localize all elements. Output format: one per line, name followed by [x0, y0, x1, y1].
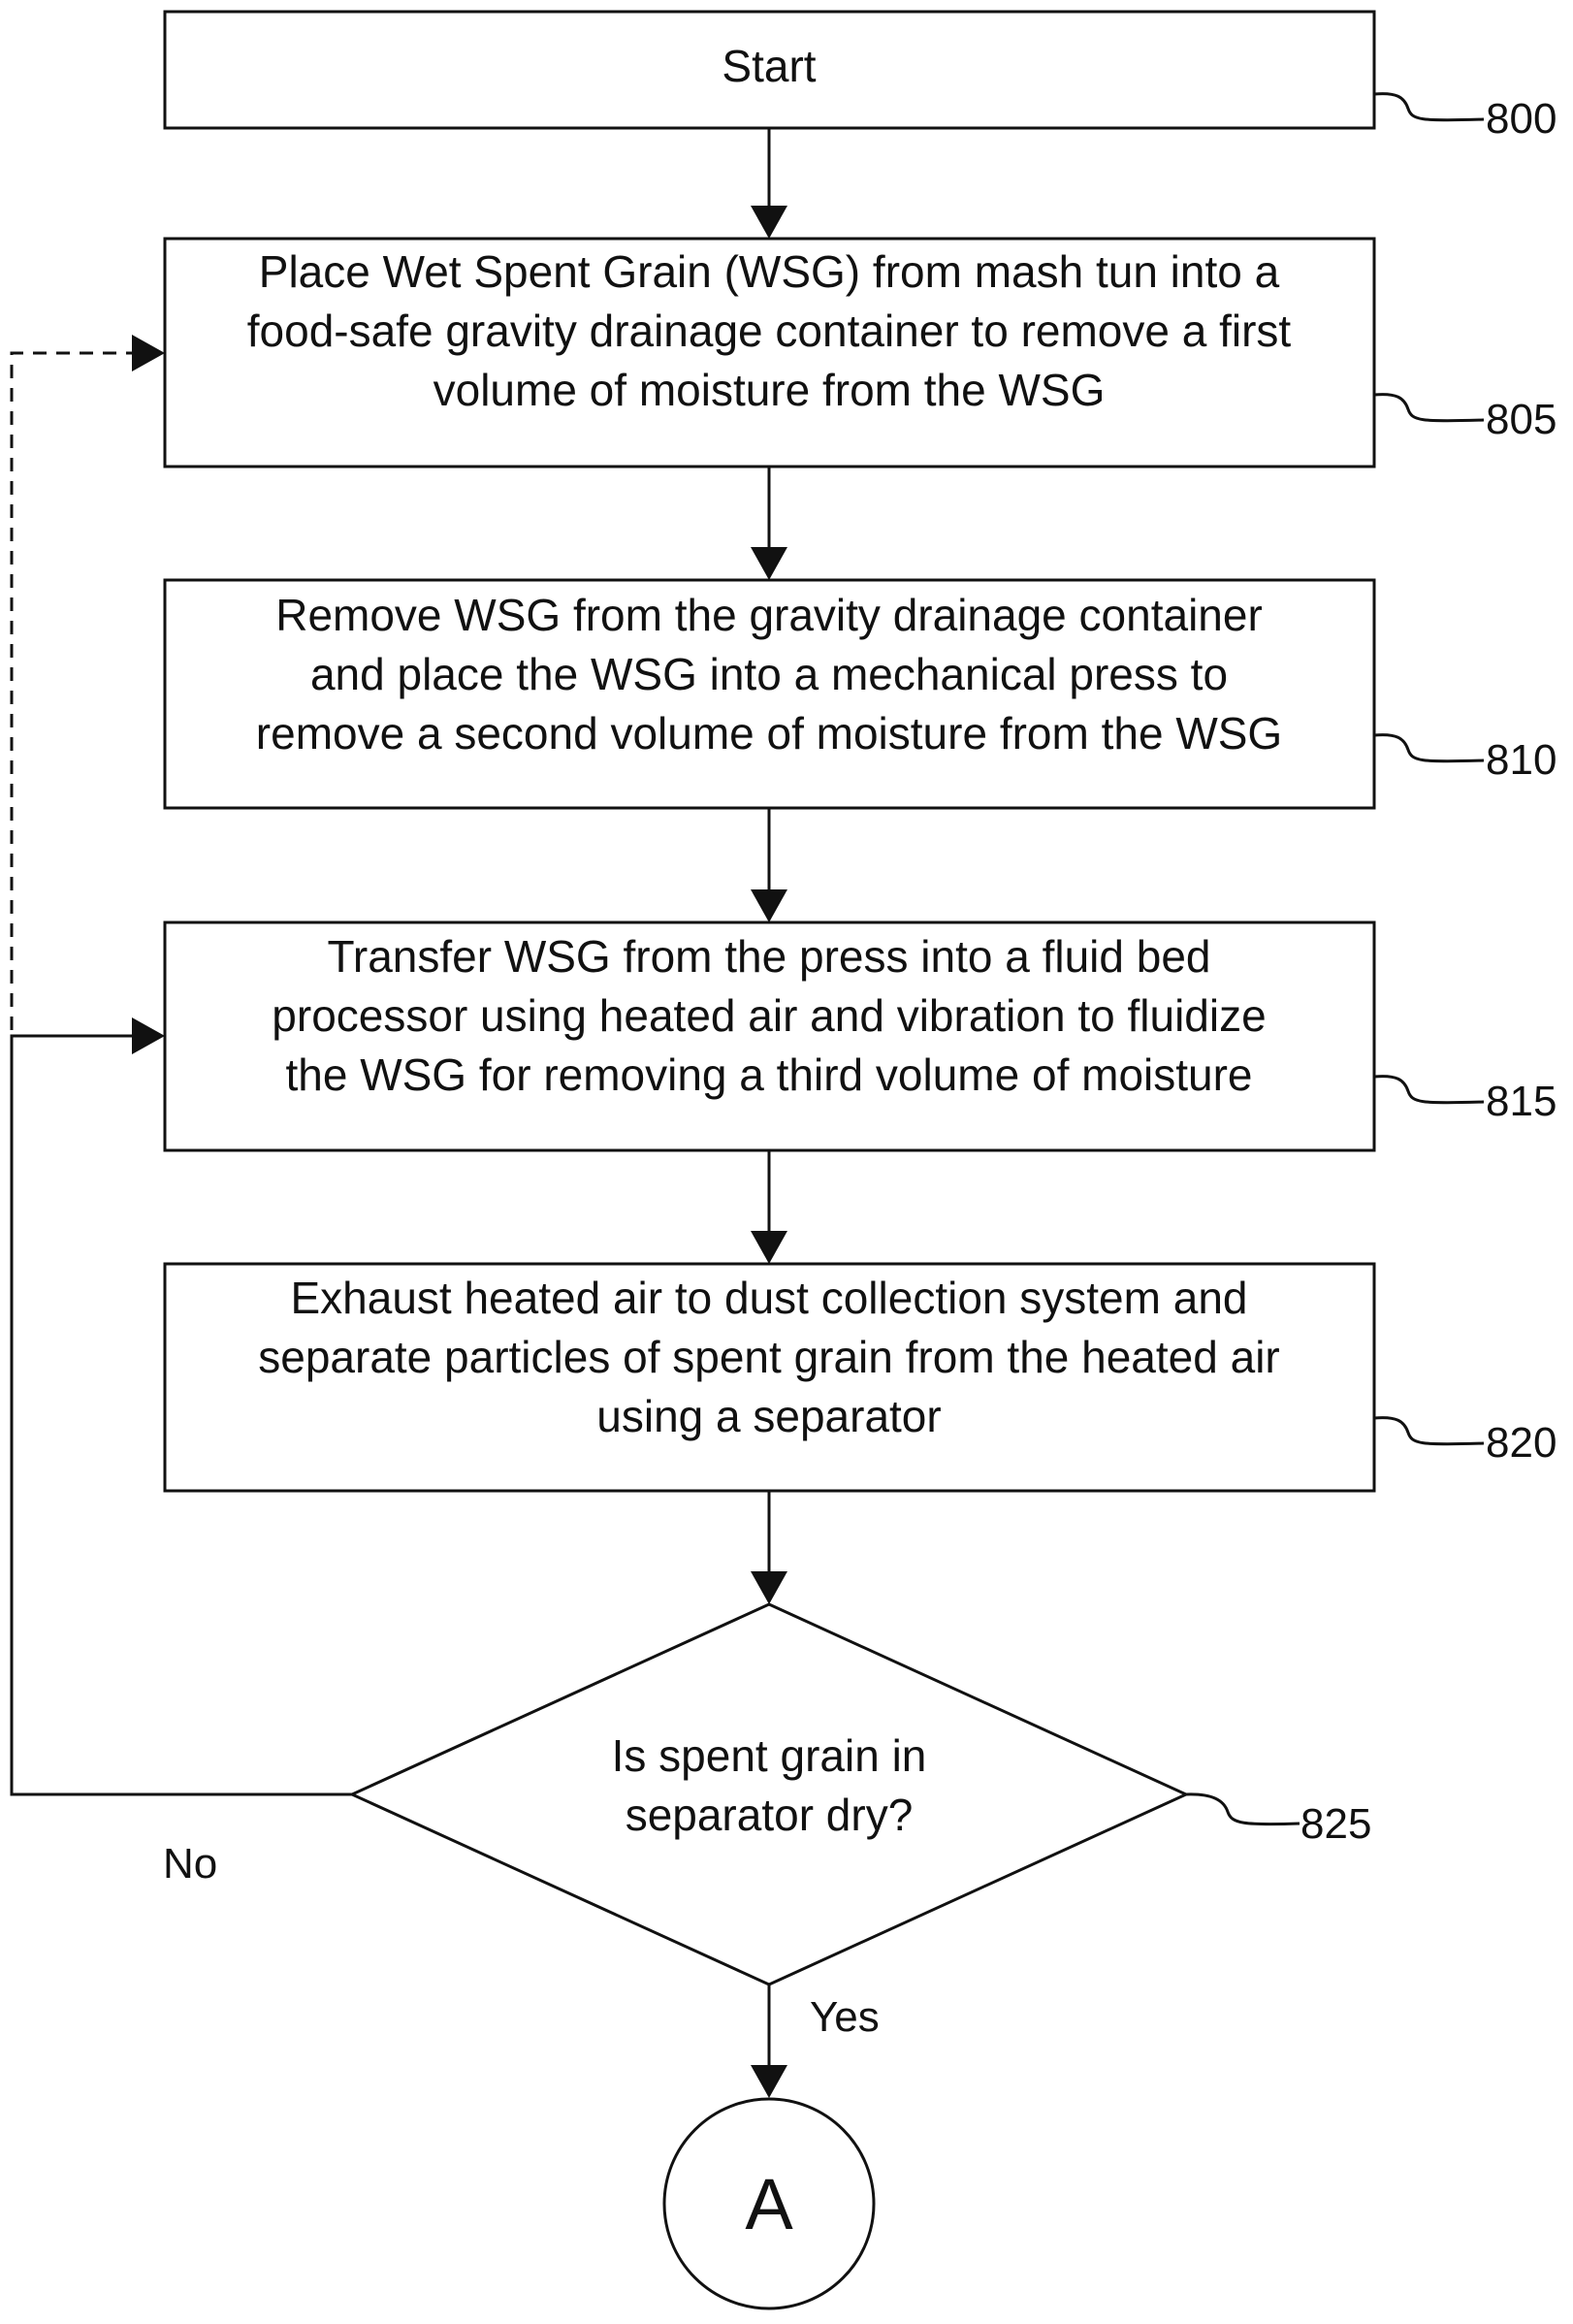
decision-825: Is spent grain in separator dry?: [352, 1604, 1186, 1985]
step-805-line-3: volume of moisture from the WSG: [433, 365, 1106, 415]
step-820-line-1: Exhaust heated air to dust collection sy…: [290, 1273, 1247, 1323]
step-810-line-3: remove a second volume of moisture from …: [256, 708, 1282, 759]
ref-825: 825: [1300, 1800, 1371, 1848]
ref-810: 810: [1486, 736, 1557, 784]
dashed-loop-arrow: [12, 353, 138, 1030]
connector-label: A: [745, 2164, 793, 2244]
step-820-line-3: using a separator: [596, 1391, 941, 1441]
start-step: Start: [165, 12, 1374, 128]
ref-815: 815: [1486, 1078, 1557, 1125]
ref-leader-805: [1374, 395, 1484, 421]
step-820-line-2: separate particles of spent grain from t…: [258, 1332, 1280, 1382]
step-805-line-1: Place Wet Spent Grain (WSG) from mash tu…: [259, 246, 1280, 297]
step-815: Transfer WSG from the press into a fluid…: [165, 922, 1374, 1150]
step-815-line-2: processor using heated air and vibration…: [272, 990, 1266, 1041]
ref-820: 820: [1486, 1419, 1557, 1467]
ref-800: 800: [1486, 95, 1557, 143]
step-815-line-3: the WSG for removing a third volume of m…: [285, 1049, 1252, 1100]
no-label: No: [163, 1840, 217, 1888]
step-815-line-1: Transfer WSG from the press into a fluid…: [328, 931, 1211, 982]
step-820: Exhaust heated air to dust collection sy…: [165, 1264, 1374, 1491]
step-810-line-2: and place the WSG into a mechanical pres…: [310, 649, 1228, 699]
ref-leader-800: [1374, 94, 1484, 120]
start-step-label: Start: [722, 41, 816, 91]
ref-leader-810: [1374, 735, 1484, 761]
connector-a: A: [664, 2099, 874, 2308]
ref-leader-815: [1374, 1077, 1484, 1103]
decision-line-2: separator dry?: [626, 1790, 914, 1840]
ref-805: 805: [1486, 396, 1557, 443]
step-810-line-1: Remove WSG from the gravity drainage con…: [275, 590, 1263, 640]
decision-line-1: Is spent grain in: [612, 1730, 927, 1781]
ref-leader-825: [1186, 1794, 1300, 1824]
step-805-line-2: food-safe gravity drainage container to …: [247, 306, 1292, 356]
step-810: Remove WSG from the gravity drainage con…: [165, 580, 1374, 808]
yes-label: Yes: [810, 1993, 880, 2041]
step-805: Place Wet Spent Grain (WSG) from mash tu…: [165, 239, 1374, 467]
ref-leader-820: [1374, 1418, 1484, 1444]
